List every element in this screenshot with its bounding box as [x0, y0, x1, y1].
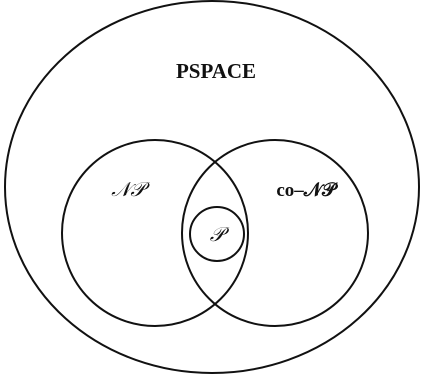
conp-region: [181, 139, 369, 327]
np-region: [61, 139, 249, 327]
pspace-label: PSPACE: [176, 59, 256, 83]
p-label: 𝒫: [210, 222, 230, 246]
np-label: 𝒩𝒫: [111, 177, 150, 201]
conp-label: co–𝒩𝒫: [276, 180, 338, 201]
pspace-region: [4, 0, 420, 374]
p-region: [189, 206, 245, 262]
